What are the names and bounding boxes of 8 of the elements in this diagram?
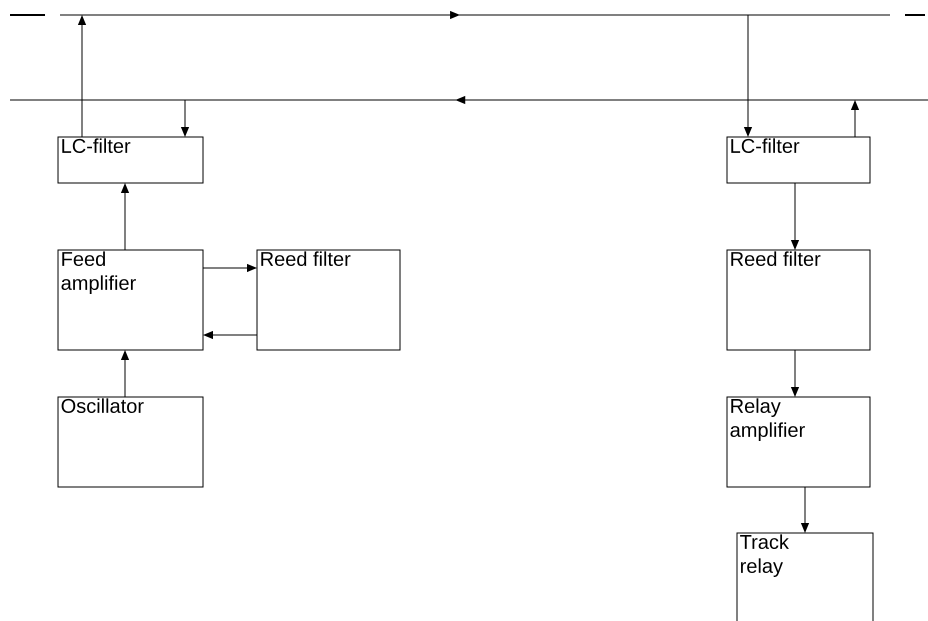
block-box: Reed filter <box>726 250 870 350</box>
block-box: Reed filter <box>256 250 400 350</box>
block-box: LC-filter <box>58 136 204 184</box>
block-box: LC-filter <box>726 136 870 184</box>
block-box: Relay amplifier <box>726 396 870 488</box>
block-box: Feed amplifier <box>58 250 204 350</box>
block-box: Oscillator <box>58 396 204 488</box>
block-box: Track relay <box>736 532 874 621</box>
